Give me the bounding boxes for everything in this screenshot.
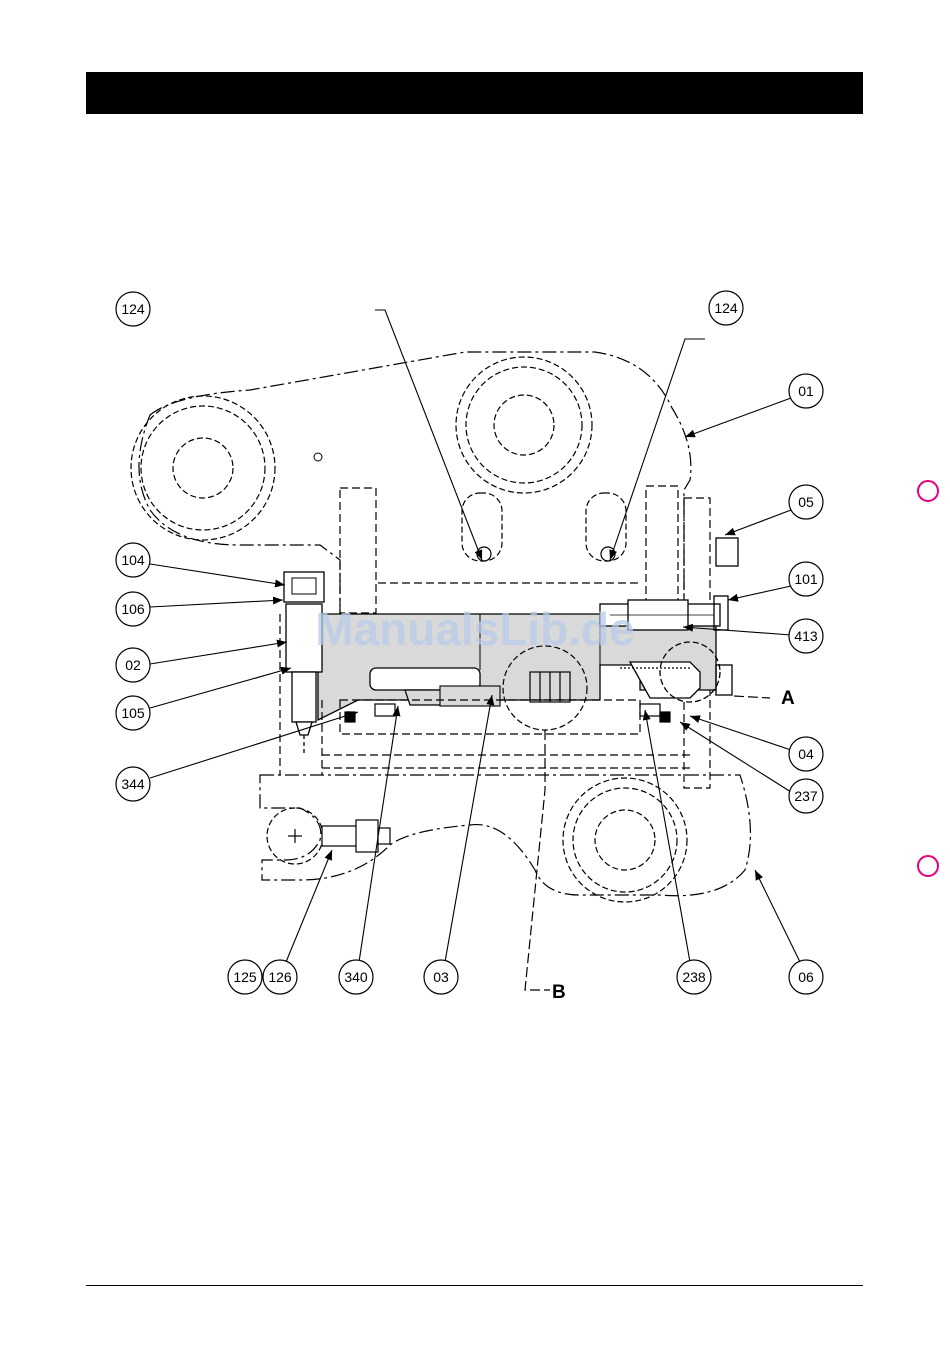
callout-c05: 05 xyxy=(789,485,823,519)
callout-label: 413 xyxy=(794,628,818,644)
callout-c106: 106 xyxy=(116,592,150,626)
callout-label: 344 xyxy=(121,776,145,792)
callout-c04: 04 xyxy=(789,737,823,771)
callout-c238: 238 xyxy=(677,960,711,994)
callout-label: 05 xyxy=(798,494,814,510)
section-b-line xyxy=(525,730,550,990)
callout-c06: 06 xyxy=(789,960,823,994)
callout-c105: 105 xyxy=(116,696,150,730)
callout-label: 124 xyxy=(714,300,738,316)
callout-c340: 340 xyxy=(339,960,373,994)
callout-c124b: 124 xyxy=(709,291,743,325)
small-hole xyxy=(314,453,322,461)
callout-c104: 104 xyxy=(116,543,150,577)
callout-label: 340 xyxy=(344,969,368,985)
callout-c125: 125 xyxy=(228,960,262,994)
callout-c101: 101 xyxy=(789,562,823,596)
callout-c126: 126 xyxy=(263,960,297,994)
lower-left-pin xyxy=(288,820,390,852)
callout-label: 238 xyxy=(682,969,706,985)
callout-label: 105 xyxy=(121,705,145,721)
callout-label: 126 xyxy=(268,969,292,985)
callout-label: 106 xyxy=(121,601,145,617)
callout-label: 237 xyxy=(794,788,818,804)
callout-label: 02 xyxy=(125,657,141,673)
callout-c124a: 124 xyxy=(116,292,150,326)
callout-c413: 413 xyxy=(789,619,823,653)
callout-label: 01 xyxy=(798,383,814,399)
section-letter-a: A xyxy=(781,688,795,709)
callout-c237: 237 xyxy=(789,779,823,813)
callout-label: 124 xyxy=(121,301,145,317)
callout-c03: 03 xyxy=(424,960,458,994)
callout-label: 104 xyxy=(121,552,145,568)
upper-plate-outline xyxy=(139,352,691,625)
watermark-text: ManualsLib.de xyxy=(315,603,634,655)
section-letter-b: B xyxy=(552,982,566,1003)
callout-label: 101 xyxy=(794,571,818,587)
callout-label: 03 xyxy=(433,969,449,985)
callout-c01: 01 xyxy=(789,374,823,408)
callout-c02: 02 xyxy=(116,648,150,682)
callout-label: 04 xyxy=(798,746,814,762)
left-sensor xyxy=(284,572,324,755)
callout-label: 06 xyxy=(798,969,814,985)
callout-c344: 344 xyxy=(116,767,150,801)
callout-label: 125 xyxy=(233,969,257,985)
upper-plate-bores xyxy=(131,357,592,540)
section-a-line xyxy=(734,696,770,698)
